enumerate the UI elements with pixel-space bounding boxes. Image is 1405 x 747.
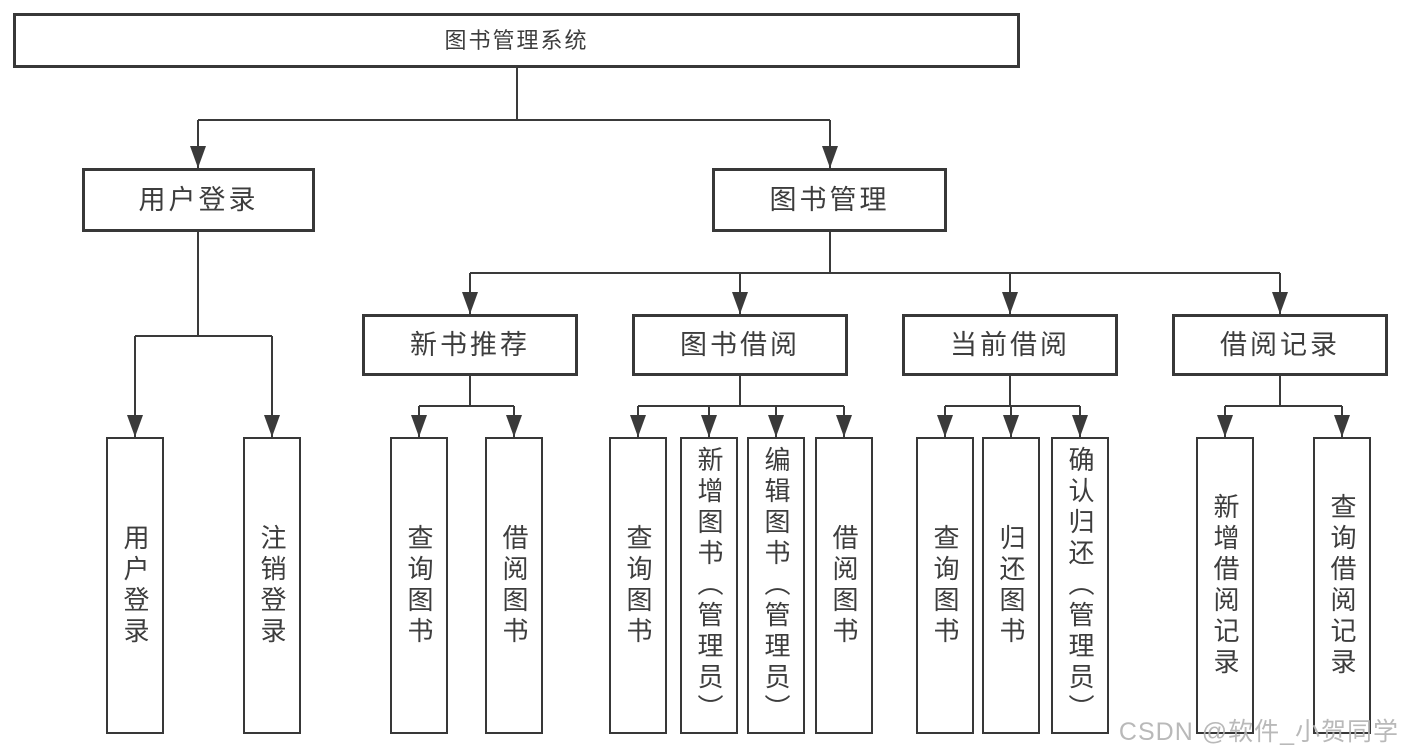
connector-new-book-rec-children bbox=[411, 376, 522, 437]
leaf-add-borrow-record: 新增借阅记录 bbox=[1196, 437, 1254, 734]
node-book-borrowing: 图书借阅 bbox=[632, 314, 848, 376]
connector-book-management-children bbox=[462, 232, 1288, 314]
connector-borrow-records-children bbox=[1217, 376, 1350, 437]
connector-book-borrow-children bbox=[630, 376, 852, 437]
connector-root-to-level2 bbox=[190, 68, 838, 168]
node-user-login: 用户登录 bbox=[82, 168, 315, 232]
leaf-confirm-return-admin: 确认归还（管理员） bbox=[1051, 437, 1109, 734]
leaf-borrow-books-recommendation: 借阅图书 bbox=[485, 437, 543, 734]
leaf-user-login: 用户登录 bbox=[106, 437, 164, 734]
leaf-return-books: 归还图书 bbox=[982, 437, 1040, 734]
leaf-query-books-recommendation: 查询图书 bbox=[390, 437, 448, 734]
connector-user-login-children bbox=[127, 232, 280, 437]
leaf-edit-book-admin: 编辑图书（管理员） bbox=[747, 437, 805, 734]
node-new-book-recommendation: 新书推荐 bbox=[362, 314, 578, 376]
leaf-borrow-books: 借阅图书 bbox=[815, 437, 873, 734]
leaf-logout: 注销登录 bbox=[243, 437, 301, 734]
csdn-watermark: CSDN @软件_小贺同学 bbox=[1118, 718, 1399, 746]
node-book-management: 图书管理 bbox=[712, 168, 947, 232]
leaf-query-books-borrowing: 查询图书 bbox=[609, 437, 667, 734]
node-current-borrowing: 当前借阅 bbox=[902, 314, 1118, 376]
node-borrowing-records: 借阅记录 bbox=[1172, 314, 1388, 376]
leaf-add-book-admin: 新增图书（管理员） bbox=[680, 437, 738, 734]
leaf-query-books-current: 查询图书 bbox=[916, 437, 974, 734]
connector-current-borrow-children bbox=[937, 376, 1088, 437]
node-library-management-system: 图书管理系统 bbox=[13, 13, 1020, 68]
leaf-query-borrow-record: 查询借阅记录 bbox=[1313, 437, 1371, 734]
